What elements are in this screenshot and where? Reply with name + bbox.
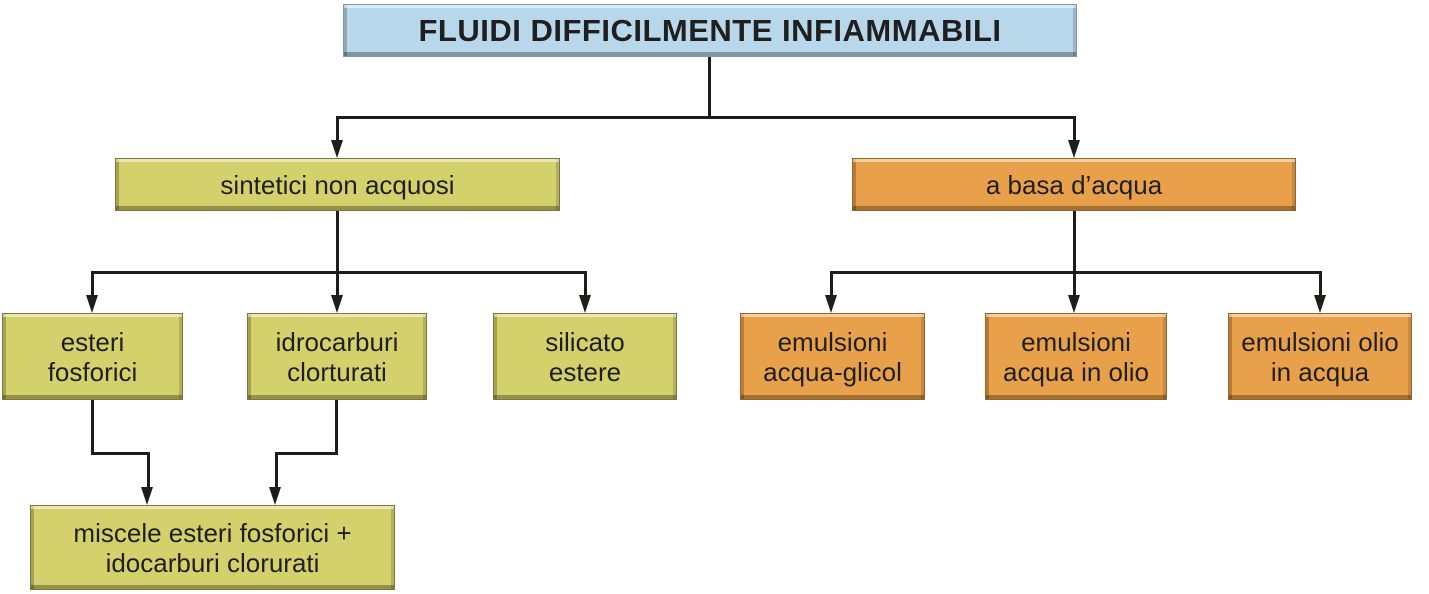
connector-hydrocarbons-elbow: [275, 452, 338, 455]
connector-drop-glycol: [830, 271, 833, 298]
connector-water-stem: [1073, 211, 1076, 274]
arrowhead-oil-in-water: [1314, 295, 1326, 313]
connector-root-stem: [708, 57, 711, 118]
connector-drop-water-in-oil: [1073, 271, 1076, 298]
node-silicate-ester: silicato estere: [493, 313, 677, 400]
arrowhead-silicate: [579, 295, 591, 313]
node-oil-in-water-emulsions: emulsioni olio in acqua: [1228, 313, 1412, 400]
node-water-in-oil-emulsions: emulsioni acqua in olio: [985, 313, 1167, 400]
node-phosphoric-esters: esteri fosforici: [2, 313, 183, 400]
connector-drop-silicate: [584, 271, 587, 298]
connector-water-hbar: [830, 271, 1322, 274]
node-mixture-esters-hydrocarbons: miscele esteri fosforici + idocarburi cl…: [30, 505, 395, 590]
connector-drop-synthetic: [336, 116, 339, 144]
node-synthetic-non-aqueous: sintetici non acquosi: [115, 158, 560, 211]
node-chlorinated-hydrocarbons: idrocarburi clorturati: [247, 313, 427, 400]
arrowhead-mixture-right: [269, 487, 281, 505]
arrowhead-glycol: [825, 295, 837, 313]
node-root: FLUIDI DIFFICILMENTE INFIAMMABILI: [343, 4, 1077, 57]
arrowhead-mixture-left: [141, 487, 153, 505]
connector-synthetic-stem: [336, 211, 339, 274]
connector-esters-to-mixture: [147, 452, 150, 490]
arrowhead-esters: [86, 295, 98, 313]
arrowhead-water: [1068, 140, 1080, 158]
connector-drop-hydrocarbons: [336, 271, 339, 298]
connector-drop-esters: [91, 271, 94, 298]
connector-hydrocarbons-to-mixture: [275, 452, 278, 490]
connector-drop-water: [1073, 116, 1076, 144]
connector-synthetic-hbar: [91, 271, 587, 274]
connector-drop-oil-in-water: [1319, 271, 1322, 298]
arrowhead-synthetic: [331, 140, 343, 158]
arrowhead-hydrocarbons: [331, 295, 343, 313]
node-water-glycol-emulsions: emulsioni acqua-glicol: [740, 313, 925, 400]
connector-level1-hbar: [336, 116, 1076, 119]
node-water-based: a basa d’acqua: [852, 158, 1296, 211]
connector-hydrocarbons-down: [335, 400, 338, 455]
connector-esters-elbow: [91, 452, 150, 455]
connector-esters-down: [91, 400, 94, 455]
arrowhead-water-in-oil: [1068, 295, 1080, 313]
